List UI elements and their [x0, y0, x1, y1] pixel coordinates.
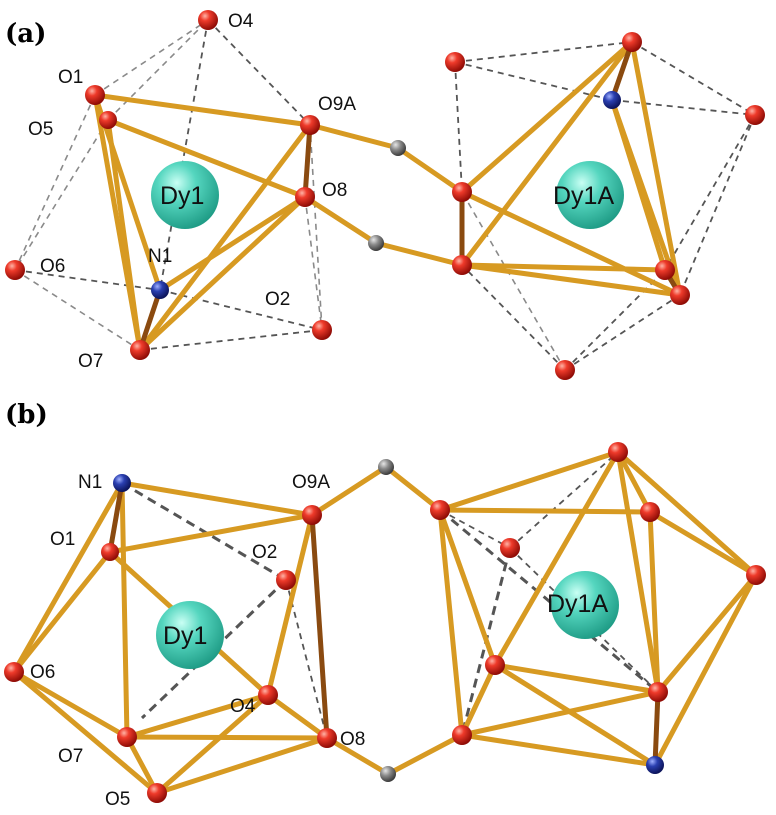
- oxygen-atom: [608, 442, 628, 462]
- oxygen-atom: [117, 727, 137, 747]
- oxygen-atom: [622, 32, 642, 52]
- nitrogen-atom: [646, 756, 664, 774]
- carbon-atom: [378, 459, 394, 475]
- atom-label-o2: O2: [265, 289, 290, 310]
- oxygen-atom: [4, 662, 24, 682]
- atom-label-o2: O2: [252, 542, 277, 563]
- atom-label-o9a: O9A: [318, 94, 356, 115]
- oxygen-atom: [640, 502, 660, 522]
- panel-a-atoms: [5, 10, 765, 380]
- panel-b-bonds: [11, 449, 759, 796]
- oxygen-atom: [5, 260, 25, 280]
- oxygen-atom: [302, 505, 322, 525]
- panel-b-label: (b): [5, 400, 48, 430]
- oxygen-atom: [101, 543, 119, 561]
- atom-label-dy1a: Dy1A: [547, 590, 608, 618]
- oxygen-atom: [85, 85, 105, 105]
- oxygen-atom: [430, 500, 450, 520]
- oxygen-atom: [295, 187, 315, 207]
- atom-label-dy1: Dy1: [160, 182, 204, 210]
- oxygen-atom: [317, 728, 337, 748]
- oxygen-atom: [485, 655, 505, 675]
- atom-label-dy1: Dy1: [163, 622, 207, 650]
- oxygen-atom: [670, 285, 690, 305]
- oxygen-atom: [452, 725, 472, 745]
- oxygen-atom: [276, 570, 296, 590]
- oxygen-atom: [445, 52, 465, 72]
- oxygen-atom: [648, 682, 668, 702]
- oxygen-atom: [312, 320, 332, 340]
- atom-label-o7: O7: [58, 746, 83, 767]
- panel-b-labels: (b) N1 O9A O1 O2 Dy1 Dy1A O6 O4 O8 O7 O5: [5, 400, 608, 810]
- panel-a-label: (a): [5, 19, 46, 49]
- atom-label-o6: O6: [40, 256, 65, 277]
- panel-a-labels: (a) O1 O4 O5 O9A Dy1 O8 N1 O6 O2 O7 Dy1A: [5, 11, 614, 372]
- dysprosium-atom: [556, 161, 624, 229]
- atom-label-dy1a: Dy1A: [553, 182, 614, 210]
- atom-label-o1: O1: [50, 529, 75, 550]
- atom-label-o5: O5: [105, 789, 130, 810]
- atom-label-o7: O7: [78, 351, 103, 372]
- oxygen-atom: [198, 10, 218, 30]
- panel-b-atoms: [4, 442, 766, 803]
- atom-label-o4: O4: [228, 11, 254, 32]
- atom-label-o4: O4: [230, 696, 256, 717]
- oxygen-atom: [745, 105, 765, 125]
- carbon-atom: [368, 235, 384, 251]
- atom-label-o8: O8: [340, 729, 365, 750]
- oxygen-atom: [555, 360, 575, 380]
- atom-label-o5: O5: [28, 119, 53, 140]
- oxygen-atom: [452, 182, 472, 202]
- oxygen-atom: [130, 340, 150, 360]
- atom-label-o8: O8: [322, 180, 347, 201]
- oxygen-atom: [746, 565, 766, 585]
- nitrogen-atom: [603, 91, 621, 109]
- panel-a: (a) O1 O4 O5 O9A Dy1 O8 N1 O6 O2 O7 Dy1A: [5, 10, 765, 380]
- oxygen-atom: [300, 115, 320, 135]
- oxygen-atom: [500, 538, 520, 558]
- oxygen-atom: [258, 685, 278, 705]
- panel-a-dashed-contacts: [14, 19, 756, 371]
- nitrogen-atom: [151, 281, 169, 299]
- atom-label-o1: O1: [58, 67, 83, 88]
- nitrogen-atom: [113, 474, 131, 492]
- dysprosium-atom: [151, 161, 219, 229]
- atom-label-o6: O6: [30, 662, 55, 683]
- oxygen-atom: [655, 260, 675, 280]
- atom-label-n1: N1: [78, 472, 102, 493]
- atom-label-n1: N1: [148, 246, 172, 267]
- carbon-atom: [390, 140, 406, 156]
- dysprosium-atom: [551, 571, 619, 639]
- oxygen-atom: [452, 255, 472, 275]
- dysprosium-atom: [156, 601, 224, 669]
- atom-label-o9a: O9A: [292, 472, 330, 493]
- carbon-atom: [380, 766, 396, 782]
- oxygen-atom: [147, 783, 167, 803]
- panel-b: (b) N1 O9A O1 O2 Dy1 Dy1A O6 O4 O8 O7 O5: [4, 400, 766, 810]
- oxygen-atom: [99, 111, 117, 129]
